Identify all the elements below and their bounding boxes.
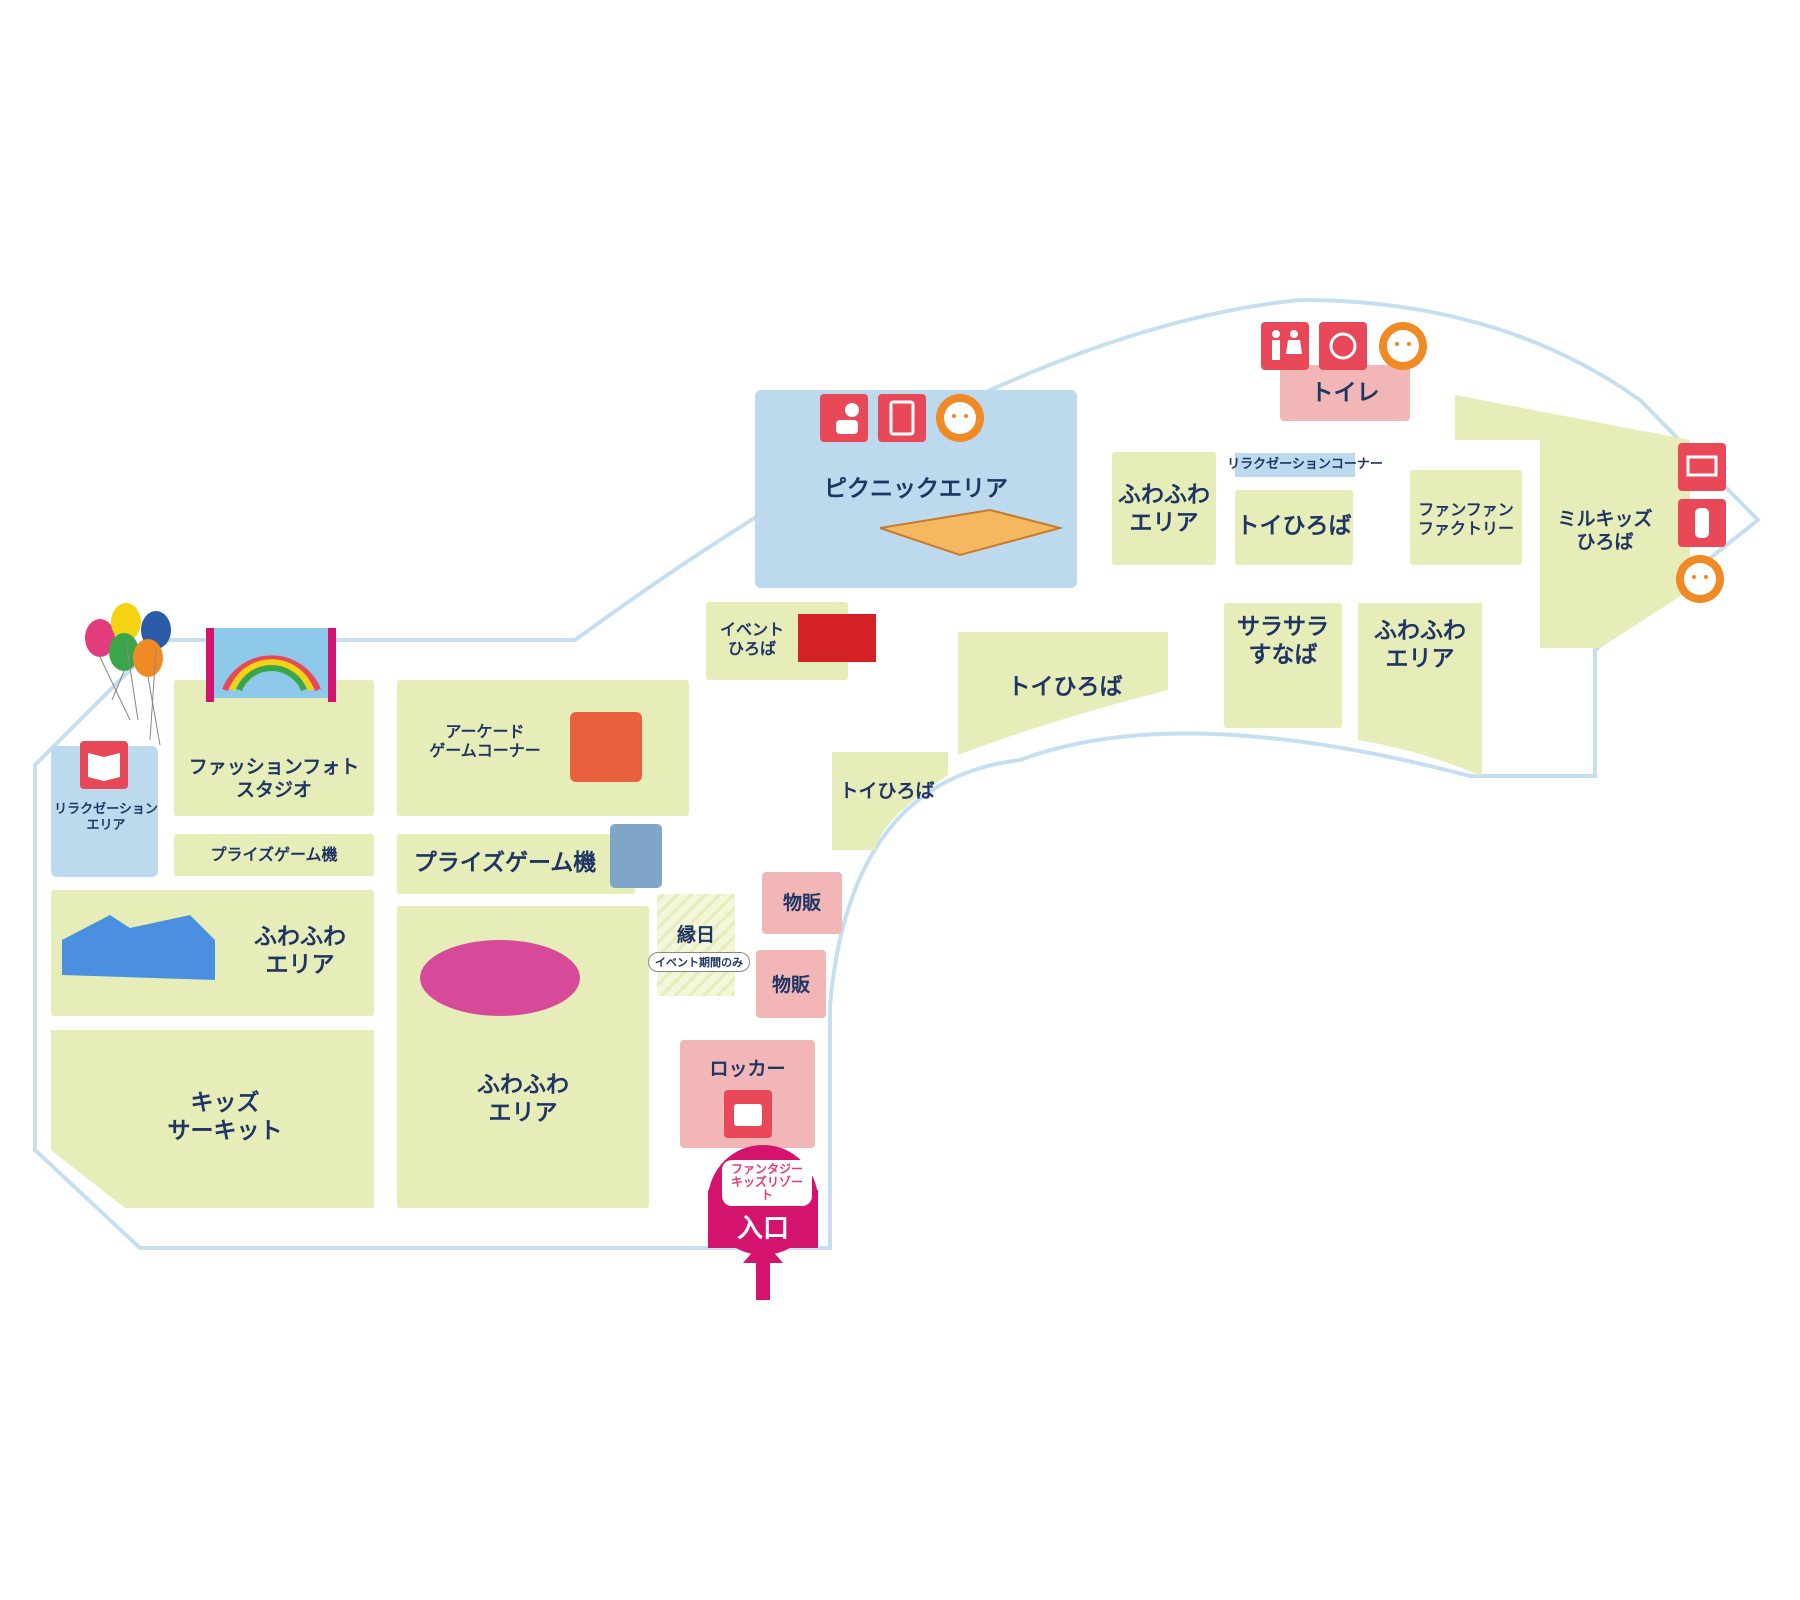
fantasy-kids-resort-logo: ファンタジー キッズリゾート [722, 1160, 812, 1206]
fanfan-factory-area[interactable] [1410, 470, 1522, 565]
toilet-label: トイレ [1310, 380, 1380, 406]
baby-face-icon [1676, 555, 1724, 603]
shop-area-2[interactable] [756, 950, 826, 1018]
baby-face-icon [936, 394, 984, 442]
fuwafuwa-right-label: ふわふわ エリア [1374, 618, 1466, 672]
relaxation-area[interactable] [51, 746, 158, 877]
event-plaza-label: イベント ひろば [719, 620, 784, 659]
fuwafuwa-left-label: ふわふわ エリア [254, 924, 346, 978]
picnic-label: ピクニックエリア [824, 476, 1008, 502]
bouncy-slide-illustration [62, 915, 215, 980]
sarasara-area[interactable] [1224, 603, 1342, 728]
entrance-label: 入口 [736, 1214, 789, 1244]
relax-corner-bar [1235, 453, 1355, 477]
ennichi-label: 縁日 [676, 924, 715, 946]
photo-studio-illustration [206, 628, 336, 702]
toy-plaza-small-area[interactable] [832, 752, 948, 850]
locker-label: ロッカー [709, 1058, 786, 1080]
shop-1-label: 物販 [782, 892, 821, 914]
milkids-label: ミルキッズ ひろば [1557, 508, 1653, 553]
restroom-icon [1261, 322, 1309, 370]
sarasara-label: サラサラ すなば [1237, 614, 1329, 668]
book-icon [80, 741, 128, 789]
shop-area-1[interactable] [762, 872, 842, 934]
arcade-label: アーケード ゲームコーナー [429, 722, 541, 761]
balloons-illustration [85, 603, 171, 746]
fuwafuwa-center-label: ふわふわ エリア [477, 1072, 569, 1126]
picnic-mat-illustration [879, 508, 1064, 557]
relax-area-label: リラクゼーション エリア [54, 802, 158, 833]
crib-icon [1678, 443, 1726, 491]
toy-plaza-top-label: トイひろば [1236, 513, 1352, 539]
accessible-restroom-icon [1319, 322, 1367, 370]
vending-machine-icon [878, 394, 926, 442]
toilet-area[interactable] [1280, 365, 1410, 421]
toy-plaza-top-area[interactable] [1235, 490, 1353, 565]
kids-circuit-label: キッズ サーキット [167, 1090, 283, 1144]
logo-line-2: キッズリゾート [730, 1175, 803, 1203]
prize-machine-illustration [610, 824, 662, 888]
logo-line-1: ファンタジー [730, 1162, 803, 1176]
toy-plaza-mid-label: トイひろば [1007, 674, 1123, 700]
baby-bottle-icon [1678, 499, 1726, 547]
prize-small-area[interactable] [174, 834, 374, 876]
fashion-photo-label: ファッションフォト スタジオ [188, 756, 360, 801]
prize-large-label: プライズゲーム機 [413, 850, 597, 876]
fuwafuwa-top-label: ふわふわ エリア [1118, 482, 1210, 536]
whale-bouncy-illustration [420, 940, 580, 1016]
toy-plaza-mid-area[interactable] [958, 632, 1168, 755]
ennichi-area[interactable] [657, 894, 735, 996]
fanfan-factory-label: ファンファン ファクトリー [1417, 500, 1514, 539]
milkids-area[interactable] [1455, 395, 1690, 648]
kids-circuit-area[interactable] [51, 1030, 374, 1208]
baby-face-icon [1379, 322, 1427, 370]
prize-large-area[interactable] [397, 834, 635, 894]
relax-corner-label: リラクゼーションコーナー [1227, 457, 1383, 472]
nursing-icon [820, 394, 868, 442]
fuwafuwa-top-area[interactable] [1112, 452, 1216, 565]
locker-key-icon [724, 1090, 772, 1138]
prize-small-label: プライズゲーム機 [210, 845, 338, 864]
toy-plaza-small-label: トイひろば [839, 780, 935, 802]
arcade-machine-illustration [570, 712, 642, 782]
event-only-badge: イベント期間のみ [648, 952, 750, 972]
fuwafuwa-right-area[interactable] [1358, 603, 1482, 776]
shop-2-label: 物販 [771, 974, 810, 996]
fashion-photo-area[interactable] [174, 680, 374, 816]
stage-illustration [798, 614, 876, 662]
